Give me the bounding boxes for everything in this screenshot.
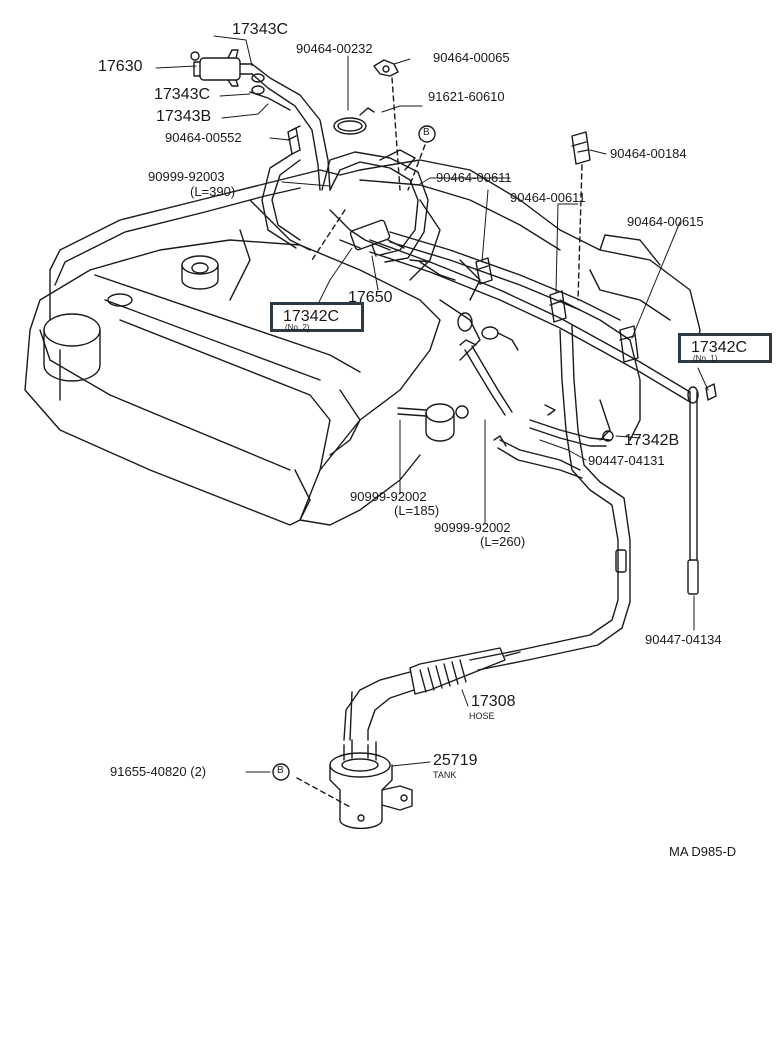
vsv-17650 bbox=[339, 219, 405, 257]
label-90464-00184: 90464-00184 bbox=[610, 146, 687, 161]
label-17343b: 17343B bbox=[156, 108, 212, 125]
label-90999-92003: 90999-92003 bbox=[148, 169, 225, 184]
label-90447-04131: 90447-04131 bbox=[588, 453, 665, 468]
label-25719: 25719 bbox=[433, 752, 478, 769]
label-90999-92002-a-length: (L=185) bbox=[394, 503, 440, 518]
label-90999-92002-a: 90999-92002 bbox=[350, 489, 427, 504]
reference-b-top: B bbox=[423, 127, 430, 138]
label-17308: 17308 bbox=[471, 693, 516, 710]
label-25719-tank: TANK bbox=[433, 770, 457, 780]
label-90464-00065: 90464-00065 bbox=[433, 50, 510, 65]
label-90999-92003-length: (L=390) bbox=[190, 184, 236, 199]
callout-17342c-no1-label: 17342C bbox=[691, 339, 748, 356]
label-90464-00611-b: 90464-00611 bbox=[510, 190, 586, 205]
label-91655-40820: 91655-40820 (2) bbox=[110, 764, 207, 779]
hose-17308 bbox=[343, 647, 521, 741]
label-90464-00232: 90464-00232 bbox=[296, 41, 373, 56]
label-90464-00611-a: 90464-00611 bbox=[436, 170, 512, 185]
label-17650: 17650 bbox=[348, 289, 393, 306]
label-17308-hose: HOSE bbox=[469, 711, 495, 721]
label-90447-04134: 90447-04134 bbox=[645, 632, 722, 647]
clip-90464-00065 bbox=[373, 59, 399, 77]
label-90464-00552: 90464-00552 bbox=[165, 130, 242, 145]
label-90999-92002-b: 90999-92002 bbox=[434, 520, 511, 535]
label-17630: 17630 bbox=[98, 58, 143, 75]
clamp-90464-00184 bbox=[571, 131, 591, 165]
diagram-code: MA D985-D bbox=[669, 844, 737, 859]
clamp-90464-00552 bbox=[287, 125, 301, 155]
hose-17342b bbox=[529, 404, 614, 447]
hose-90999-92002 bbox=[459, 326, 519, 416]
callout-17342c-no1-sub: (No. 1) bbox=[693, 354, 718, 363]
callout-17342c-no2-sub: (No. 2) bbox=[285, 323, 310, 332]
charcoal-canister-tank bbox=[329, 739, 413, 830]
bvsv-valve bbox=[397, 403, 469, 442]
reference-circles bbox=[272, 125, 436, 781]
label-17343c-mid: 17343C bbox=[154, 86, 211, 103]
clamp-90464-00611-a bbox=[475, 257, 493, 285]
clamp-90464-00611-b bbox=[549, 290, 567, 323]
clamp-90464-00615 bbox=[619, 325, 639, 363]
engine-head-cover bbox=[24, 239, 441, 526]
hose-to-canister bbox=[469, 325, 631, 671]
label-17342b: 17342B bbox=[624, 432, 680, 449]
callout-17342c-no2: 17342C (No. 2) bbox=[270, 302, 364, 332]
main-vacuum-lines bbox=[369, 231, 691, 403]
callout-17342c-no2-label: 17342C bbox=[283, 308, 340, 325]
hose-17343c-17343b bbox=[249, 63, 331, 191]
label-91621-60610: 91621-60610 bbox=[428, 89, 505, 104]
label-17343c-top: 17343C bbox=[232, 21, 289, 38]
clamp-ring-90464-00232 bbox=[333, 107, 375, 135]
intake-manifold bbox=[49, 149, 701, 441]
dashed-reference-lines bbox=[296, 77, 583, 809]
vsv-17630 bbox=[190, 49, 253, 87]
leader-lines bbox=[155, 35, 709, 773]
callout-17342c-no1: 17342C (No. 1) bbox=[678, 333, 772, 363]
label-90999-92002-b-length: (L=260) bbox=[480, 534, 526, 549]
label-90464-00615: 90464-00615 bbox=[627, 214, 704, 229]
hose-17342c-no1 bbox=[687, 383, 717, 595]
reference-b-bottom: B bbox=[277, 765, 284, 776]
